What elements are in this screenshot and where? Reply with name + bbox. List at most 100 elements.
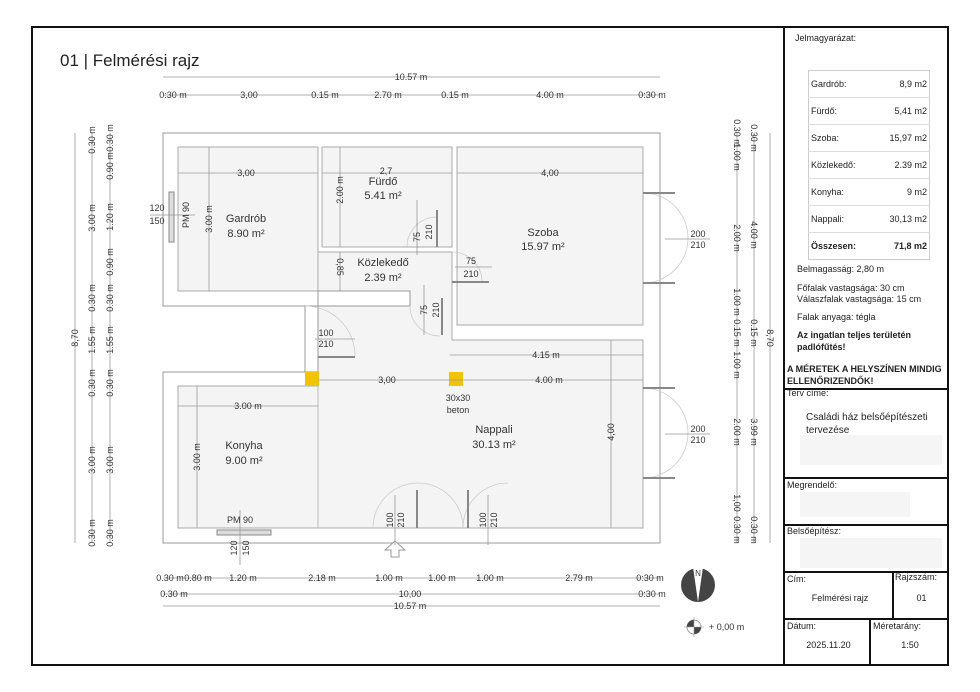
svg-text:1.00 m: 1.00 m <box>732 143 742 171</box>
svg-text:2.00 m: 2.00 m <box>732 418 742 446</box>
heating-note: Az ingatlan teljes területén padlófűtés! <box>797 330 912 352</box>
svg-text:0.90 m: 0.90 m <box>105 152 115 180</box>
legend-heading: Jelmagyarázat: <box>795 33 857 43</box>
svg-text:30.13 m²: 30.13 m² <box>472 439 516 451</box>
svg-text:3,00: 3,00 <box>237 168 255 178</box>
partition-wall <box>317 290 411 307</box>
svg-text:0.30 m: 0.30 m <box>749 516 759 544</box>
svg-text:75: 75 <box>412 232 422 242</box>
svg-text:0.15 m: 0.15 m <box>732 319 742 347</box>
dim-bottom: 0.30 m <box>160 589 188 599</box>
area-table: Gardrób:8,9 m2 Fürdő:5,41 m2 Szoba:15,97… <box>808 70 930 260</box>
svg-text:75: 75 <box>466 256 476 266</box>
svg-text:8.90 m²: 8.90 m² <box>227 228 265 240</box>
svg-text:0.30 m: 0.30 m <box>105 519 115 547</box>
pillar-center <box>449 372 463 386</box>
table-row: Közlekedő:2.39 m2 <box>808 151 930 179</box>
svg-text:1.55 m: 1.55 m <box>87 326 97 354</box>
plan-title: Családi ház belsőépítészeti tervezése <box>806 412 928 436</box>
window-left <box>168 191 175 243</box>
entrance-arrow-icon <box>383 540 407 558</box>
wall-material: Falak anyaga: tégla <box>797 312 876 322</box>
name-label: Cím: <box>787 574 806 584</box>
client-label: Megrendelő: <box>787 480 838 490</box>
svg-text:9.00 m²: 9.00 m² <box>225 455 263 467</box>
dim-bottom: 1.00 m <box>375 573 403 583</box>
svg-text:2,7: 2,7 <box>380 166 393 176</box>
svg-text:Fürdő: Fürdő <box>369 176 398 188</box>
svg-text:210: 210 <box>318 339 333 349</box>
page-title: 01 | Felmérési rajz <box>60 51 200 70</box>
level-marker-icon <box>684 617 704 637</box>
svg-text:0.30 m: 0.30 m <box>87 284 97 312</box>
svg-text:120: 120 <box>229 540 239 555</box>
pillar-left <box>305 372 319 386</box>
svg-text:3.00 m: 3.00 m <box>87 446 97 474</box>
svg-text:1,00: 1,00 <box>732 494 742 512</box>
dim-top: 4.00 m <box>536 90 564 100</box>
entrance-door-swing <box>372 482 464 529</box>
door-swing-szoba <box>451 251 483 283</box>
table-row: Nappali:30,13 m2 <box>808 205 930 233</box>
svg-text:Nappali: Nappali <box>475 424 512 436</box>
window-bottom <box>216 529 272 536</box>
scale-label: Méretarány: <box>873 621 922 631</box>
svg-text:Konyha: Konyha <box>225 440 263 452</box>
svg-text:0.30 m: 0.30 m <box>87 369 97 397</box>
svg-text:120: 120 <box>149 203 164 213</box>
svg-text:200: 200 <box>690 424 705 434</box>
room-szoba <box>456 146 644 326</box>
partition-wall-thickness: Válaszfalak vastagsága: 15 cm <box>797 294 922 304</box>
svg-text:2.00 m: 2.00 m <box>335 176 345 204</box>
svg-text:75: 75 <box>419 305 429 315</box>
drawing-name: Felmérési rajz <box>811 593 869 603</box>
dim-bottom: 0:30 m <box>636 573 664 583</box>
svg-text:PM 90: PM 90 <box>227 515 253 525</box>
svg-text:N: N <box>695 569 701 578</box>
warning-note: A MÉRETEK A HELYSZÍNEN MINDIG ELLENŐRIZE… <box>787 364 942 386</box>
svg-text:0,85: 0,85 <box>335 258 345 276</box>
number-label: Rajzszám: <box>895 572 938 582</box>
svg-text:3.00 m: 3.00 m <box>87 204 97 232</box>
table-row: Fürdő:5,41 m2 <box>808 97 930 125</box>
svg-text:100: 100 <box>478 512 488 527</box>
table-row: Konyha:9 m2 <box>808 178 930 206</box>
svg-text:4.00 m: 4.00 m <box>749 221 759 249</box>
svg-text:0.30 m: 0.30 m <box>105 124 115 152</box>
date-label: Dátum: <box>787 621 817 631</box>
dim-bottom: 1.00 m <box>428 573 456 583</box>
svg-text:4.15 m: 4.15 m <box>532 350 560 360</box>
svg-text:0.30 m: 0.30 m <box>732 516 742 544</box>
pillar-material: beton <box>447 405 470 415</box>
svg-text:PM 90: PM 90 <box>181 202 191 228</box>
svg-text:1.20 m: 1.20 m <box>105 203 115 231</box>
door-swing-kozlekedo <box>409 305 441 337</box>
svg-text:Gardrób: Gardrób <box>226 213 266 225</box>
svg-text:4,00: 4,00 <box>541 168 559 178</box>
svg-text:0.30 m: 0.30 m <box>105 369 115 397</box>
sheet-frame <box>31 26 949 666</box>
ceiling-height: Belmagasság: 2,80 m <box>797 264 885 274</box>
svg-text:150: 150 <box>241 540 251 555</box>
svg-text:210: 210 <box>424 224 434 239</box>
svg-text:0.30 m: 0.30 m <box>87 519 97 547</box>
svg-text:0.30 m: 0.30 m <box>732 119 742 147</box>
svg-text:3.00 m: 3.00 m <box>204 205 214 233</box>
redacted-field <box>800 435 942 465</box>
designer-label: Belsőépítész: <box>787 526 842 536</box>
dim-top: 2.70 m <box>374 90 402 100</box>
redacted-client <box>800 492 910 517</box>
dim-bottom: 1.00 m <box>476 573 504 583</box>
svg-text:3.00 m: 3.00 m <box>234 401 262 411</box>
table-row: Gardrób:8,9 m2 <box>808 70 930 98</box>
svg-text:210: 210 <box>690 240 705 250</box>
dim-bottom: 0.80 m <box>184 573 212 583</box>
svg-text:210: 210 <box>690 435 705 445</box>
main-wall-thickness: Főfalak vastagsága: 30 cm <box>797 283 905 293</box>
door-swing-furdo <box>406 216 438 248</box>
svg-text:0.30 m: 0.30 m <box>749 124 759 152</box>
svg-text:Szoba: Szoba <box>527 227 559 239</box>
pillar-size: 30x30 <box>446 393 471 403</box>
